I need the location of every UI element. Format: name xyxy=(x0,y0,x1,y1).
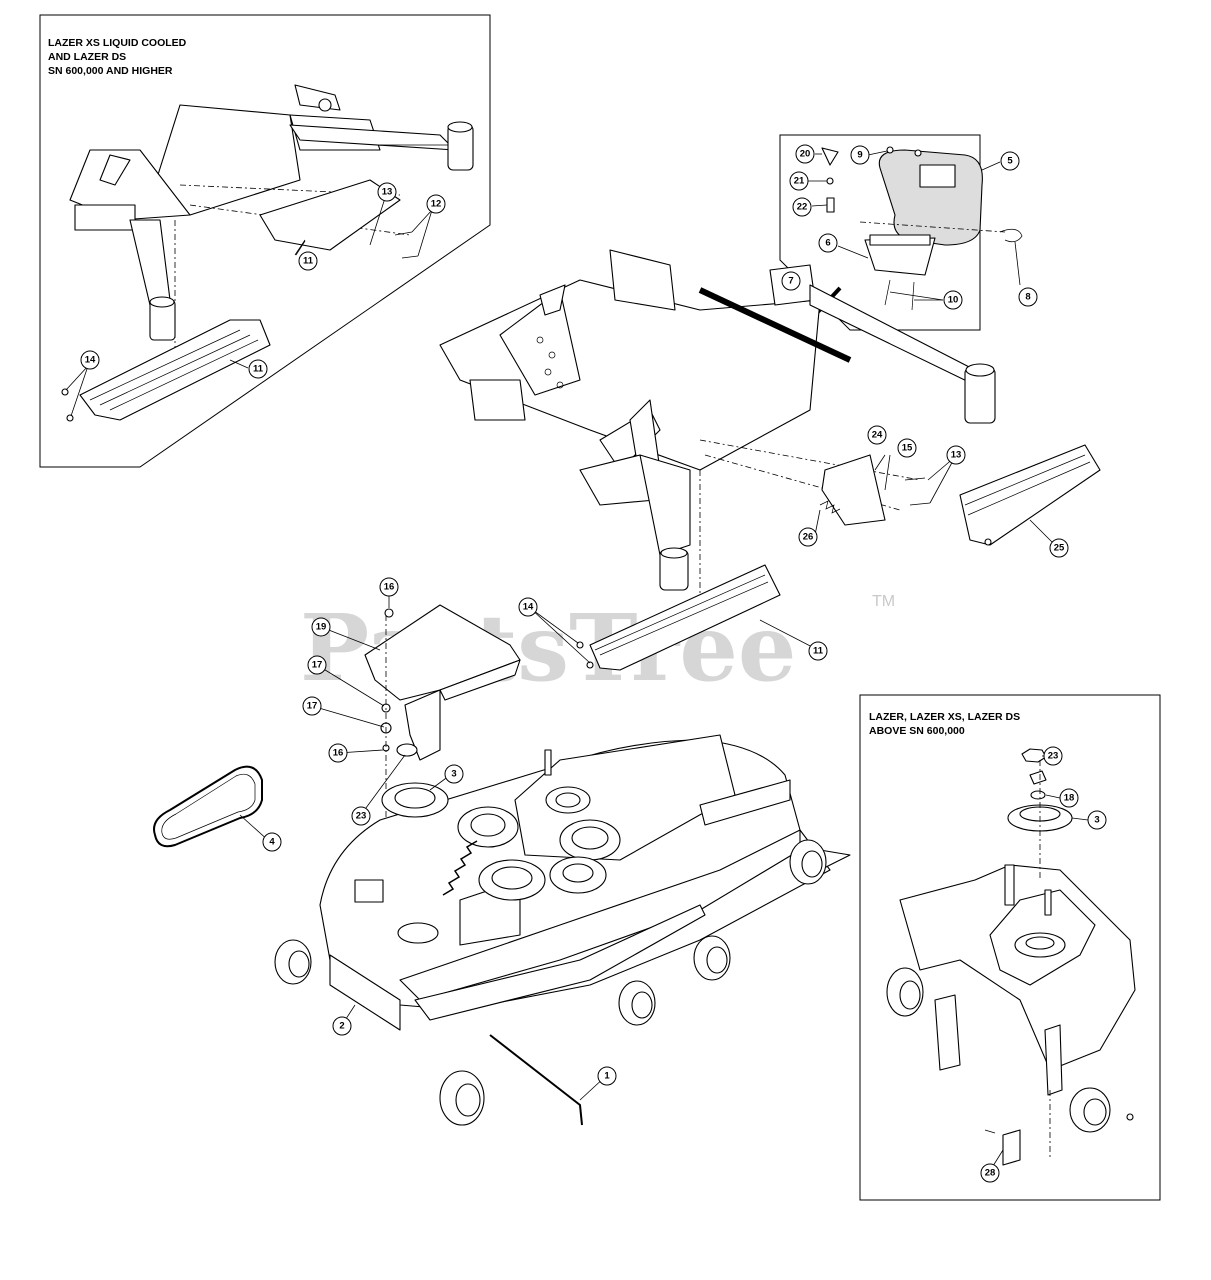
callout-7: 7 xyxy=(781,271,801,291)
center-baffle xyxy=(576,564,781,671)
callout-23-inset: 23 xyxy=(1043,746,1063,766)
svg-text:2: 2 xyxy=(339,1021,344,1032)
inset-bottom-right-frame xyxy=(859,694,1161,1201)
callout-2: 2 xyxy=(332,1016,352,1036)
svg-text:24: 24 xyxy=(872,430,883,441)
callout-6: 6 xyxy=(818,233,838,253)
callout-14-top-left: 14 xyxy=(80,350,100,370)
callout-11-top-left-plate: 11 xyxy=(298,251,318,271)
inset-bottom-right-caption-line1: LAZER, LAZER XS, LAZER DS xyxy=(869,711,1020,723)
inset-shield-plate xyxy=(259,179,401,251)
svg-text:13: 13 xyxy=(951,450,962,461)
callout-12-top-left: 12 xyxy=(426,194,446,214)
svg-text:25: 25 xyxy=(1054,543,1065,554)
inset-lower-baffle xyxy=(61,319,271,422)
svg-text:11: 11 xyxy=(813,646,824,657)
svg-text:14: 14 xyxy=(85,355,96,366)
callout-28: 28 xyxy=(980,1163,1000,1183)
plate-part xyxy=(821,454,886,526)
callout-19: 19 xyxy=(311,617,331,637)
watermark-trademark: TM xyxy=(872,593,895,610)
inset-upper-right-frame xyxy=(779,134,981,331)
svg-text:3: 3 xyxy=(1094,815,1099,826)
svg-text:16: 16 xyxy=(333,748,344,759)
callout-3-inset: 3 xyxy=(1087,810,1107,830)
inset-top-left-caption-line2: AND LAZER DS xyxy=(48,51,126,63)
inset-lift-frame xyxy=(69,84,474,385)
callout-9: 9 xyxy=(850,145,870,165)
inset-top-left-caption-line1: LAZER XS LIQUID COOLED xyxy=(48,37,187,49)
callout-8: 8 xyxy=(1018,287,1038,307)
svg-text:1: 1 xyxy=(604,1071,610,1082)
callout-14-main: 14 xyxy=(518,597,538,617)
callout-16-upper: 16 xyxy=(379,577,399,597)
svg-text:15: 15 xyxy=(902,443,913,454)
belt-cover xyxy=(364,604,521,980)
callout-17: 17 xyxy=(307,655,327,675)
svg-text:23: 23 xyxy=(1048,751,1059,762)
callout-3-main: 3 xyxy=(444,764,464,784)
inset-bottom-right-caption-line2: ABOVE SN 600,000 xyxy=(869,725,965,737)
svg-text:11: 11 xyxy=(253,364,264,375)
callout-26: 26 xyxy=(798,527,818,547)
svg-text:23: 23 xyxy=(356,811,367,822)
callout-16-lower: 17 xyxy=(302,696,322,716)
callout-1: 1 xyxy=(597,1066,617,1086)
svg-text:26: 26 xyxy=(803,532,814,543)
inset-upper-right xyxy=(779,134,1023,331)
svg-text:6: 6 xyxy=(825,238,830,249)
callout-4: 4 xyxy=(262,832,282,852)
callouts: 11 13 12 14 11 20 9 5 21 22 6 7 8 10 24 … xyxy=(80,144,1107,1183)
callout-10: 10 xyxy=(943,290,963,310)
callout-11-main: 11 xyxy=(808,641,828,661)
callout-21: 21 xyxy=(789,171,809,191)
svg-text:8: 8 xyxy=(1025,292,1030,303)
main-lift-frame xyxy=(439,249,996,600)
callout-25: 25 xyxy=(1049,538,1069,558)
svg-text:4: 4 xyxy=(269,837,275,848)
svg-text:16: 16 xyxy=(384,582,395,593)
callout-5: 5 xyxy=(1000,151,1020,171)
callout-24: 24 xyxy=(867,425,887,445)
inset-top-left-caption-line3: SN 600,000 AND HIGHER xyxy=(48,65,173,77)
svg-text:14: 14 xyxy=(523,602,534,613)
belt-part xyxy=(153,765,263,848)
svg-text:7: 7 xyxy=(788,276,793,287)
right-baffle xyxy=(959,444,1101,546)
inset-top-left-frame xyxy=(39,14,491,468)
callout-12-main: 13 xyxy=(946,445,966,465)
svg-text:18: 18 xyxy=(1064,793,1075,804)
svg-text:22: 22 xyxy=(797,202,808,213)
callout-22: 22 xyxy=(792,197,812,217)
inset-bottom-right: LAZER, LAZER XS, LAZER DS ABOVE SN 600,0… xyxy=(859,694,1161,1201)
svg-text:3: 3 xyxy=(451,769,456,780)
svg-text:21: 21 xyxy=(794,176,805,187)
svg-text:17: 17 xyxy=(307,701,318,712)
svg-text:11: 11 xyxy=(303,256,314,267)
callout-13-main: 15 xyxy=(897,438,917,458)
callout-15: 16 xyxy=(328,743,348,763)
svg-text:10: 10 xyxy=(948,295,959,306)
svg-text:20: 20 xyxy=(800,149,811,160)
callout-23-main: 23 xyxy=(351,806,371,826)
svg-text:13: 13 xyxy=(382,187,393,198)
svg-text:19: 19 xyxy=(316,622,327,633)
callout-11-top-left-baffle: 11 xyxy=(248,359,268,379)
svg-text:9: 9 xyxy=(857,150,862,161)
svg-text:17: 17 xyxy=(312,660,323,671)
inset-top-left: LAZER XS LIQUID COOLED AND LAZER DS SN 6… xyxy=(39,14,491,468)
callout-13-top-left: 13 xyxy=(377,182,397,202)
callout-20: 20 xyxy=(795,144,815,164)
svg-text:5: 5 xyxy=(1007,156,1013,167)
hood-part xyxy=(878,149,983,246)
svg-text:28: 28 xyxy=(985,1168,996,1179)
belt-inner xyxy=(161,773,256,840)
callout-18: 18 xyxy=(1059,788,1079,808)
svg-text:12: 12 xyxy=(431,199,442,210)
mower-deck xyxy=(274,734,851,1126)
